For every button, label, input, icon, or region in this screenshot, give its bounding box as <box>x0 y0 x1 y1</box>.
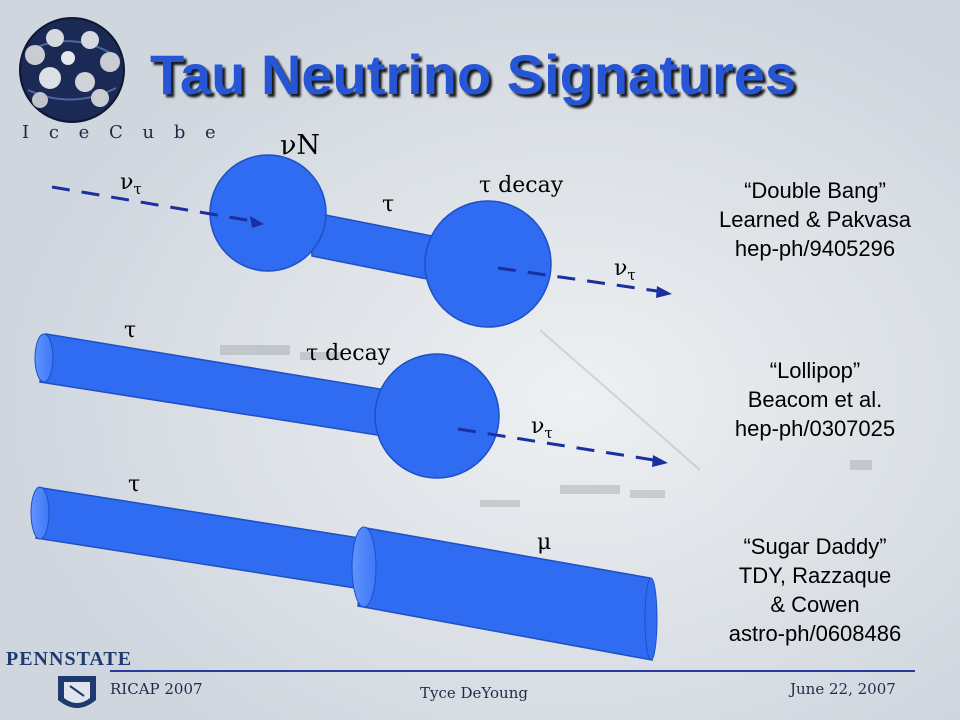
tau-decay-label: τ decay <box>306 341 391 366</box>
mu-label: μ <box>537 530 552 555</box>
description-line: TDY, Razzaque <box>738 563 892 588</box>
decay-cascade <box>424 200 552 328</box>
muon-track-end <box>644 577 658 661</box>
description-line: “Lollipop” <box>769 358 861 383</box>
arrowhead-icon <box>652 455 668 467</box>
arrowhead-icon <box>250 216 264 228</box>
sugar-daddy-description: “Sugar Daddy” TDY, Razzaque & Cowen astr… <box>690 532 940 648</box>
double-bang-diagram <box>51 154 672 328</box>
decay-cascade <box>374 353 500 479</box>
nu-tau-out-label: ντ <box>614 256 636 284</box>
arrowhead-icon <box>656 286 672 298</box>
double-bang-description: “Double Bang” Learned & Pakvasa hep-ph/9… <box>690 176 940 263</box>
lollipop-description: “Lollipop” Beacom et al. hep-ph/0307025 <box>690 356 940 443</box>
outgoing-neutrino-track <box>457 427 661 463</box>
icecube-logo-text: I c e C u b e <box>22 122 223 143</box>
slide-title: Tau Neutrino Signatures <box>150 43 797 106</box>
description-line: hep-ph/0307025 <box>734 416 896 441</box>
footer-conference: RICAP 2007 <box>110 680 203 698</box>
lollipop-diagram <box>34 333 668 479</box>
nu-n-label: νN <box>280 130 321 161</box>
interaction-cascade <box>209 154 327 272</box>
description-line: Beacom et al. <box>747 387 883 412</box>
nu-tau-out-label: ντ <box>531 414 553 442</box>
track-start-cap <box>34 333 54 383</box>
description-line: & Cowen <box>770 592 860 617</box>
description-line: “Double Bang” <box>744 178 886 203</box>
footer-author: Tyce DeYoung <box>420 684 528 702</box>
description-line: Learned & Pakvasa <box>718 207 912 232</box>
tau-label: τ <box>128 472 141 497</box>
pennstate-wordmark: PENNSTATE <box>6 648 133 670</box>
description-line: astro-ph/0608486 <box>728 621 902 646</box>
track-start-cap <box>30 486 50 540</box>
description-line: “Sugar Daddy” <box>743 534 887 559</box>
station-buildings <box>220 329 872 507</box>
sugar-daddy-diagram <box>30 486 658 661</box>
incoming-neutrino-track <box>51 185 259 224</box>
tau-label: τ <box>124 318 137 343</box>
tau-decay-label: τ decay <box>479 173 564 198</box>
footer-date: June 22, 2007 <box>790 680 896 698</box>
icecube-logo <box>19 17 125 123</box>
muon-track-cap <box>351 526 377 608</box>
description-line: hep-ph/9405296 <box>734 236 896 261</box>
tau-label: τ <box>382 192 395 217</box>
nu-tau-in-label: ντ <box>120 170 142 198</box>
pennstate-seal <box>58 676 96 708</box>
